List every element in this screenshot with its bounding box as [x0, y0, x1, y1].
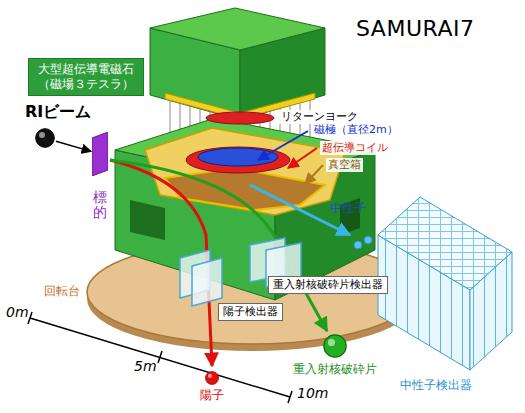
leader-arrow [288, 148, 317, 168]
magnet-pole [198, 148, 278, 166]
scale-tick [288, 391, 292, 403]
scale-tick [28, 312, 32, 324]
neutron-ball [354, 241, 362, 249]
fragment-ball: 重入射核破砕片 [323, 334, 347, 358]
target-label: 標的 [93, 190, 107, 221]
fragment-track [110, 160, 327, 331]
leader-arrow [305, 165, 323, 184]
magnet-title-box: 大型超伝導電磁石 （磁場３テスラ） [28, 58, 144, 96]
scale-mark: 0m [6, 304, 29, 321]
scale-axis [30, 318, 290, 397]
detector-label: 中性子検出器 [400, 377, 472, 394]
proton-track [110, 160, 212, 366]
neutron-detector: 中性子検出器 [400, 377, 472, 394]
neutron-ball [364, 236, 372, 244]
ball-outline [205, 371, 219, 385]
detector-label: 陽子検出器 [223, 305, 278, 319]
beam-arrow [56, 141, 91, 151]
box-text: 大型超伝導電磁石 （磁場３テスラ） [34, 62, 138, 92]
part-name: 超伝導コイル [320, 141, 390, 155]
particle-ball [324, 335, 346, 357]
ball-highlight [328, 339, 335, 346]
yoke-opening [130, 200, 165, 240]
target: 標的 [92, 132, 108, 176]
ball-outline [35, 128, 55, 148]
detector-label: 重入射核破砕片検出器 [273, 278, 383, 292]
part-name: 真空箱 [326, 158, 363, 172]
neutron-array-top [378, 197, 512, 290]
leader-arrow [258, 131, 308, 160]
ball-highlight [39, 132, 45, 138]
particle-name: 中性子 [330, 201, 366, 216]
target-plate [92, 132, 108, 176]
proton-ball: 陽子 [205, 371, 219, 385]
ri-beam-ball: RIビーム [35, 128, 55, 148]
part-name: 回転台 [44, 284, 80, 299]
part-name: 磁極（直径2m） [312, 123, 400, 137]
particle-ball [36, 129, 55, 148]
detector-label-box: 重入射核破砕片検出器 [268, 276, 388, 294]
beam-label: RIビーム [25, 102, 91, 123]
ball-highlight [208, 374, 212, 378]
scale-mark: 10m [297, 385, 328, 402]
upper-yoke-top [150, 8, 325, 50]
particle-ball [205, 371, 218, 384]
part-name: リターンヨーク [279, 110, 360, 124]
scale-tick [158, 351, 162, 363]
particle-label: 陽子 [200, 387, 224, 404]
diagram-title: SAMURAI7 [356, 16, 474, 41]
particle-label: 重入射核破砕片 [293, 361, 377, 378]
scale-mark: 5m [134, 358, 157, 375]
target-outline [92, 132, 108, 176]
ball-outline [323, 334, 347, 358]
upper-pole [206, 112, 274, 124]
detector-label-box: 陽子検出器 [218, 303, 283, 321]
proton-detector-panel [192, 258, 222, 306]
